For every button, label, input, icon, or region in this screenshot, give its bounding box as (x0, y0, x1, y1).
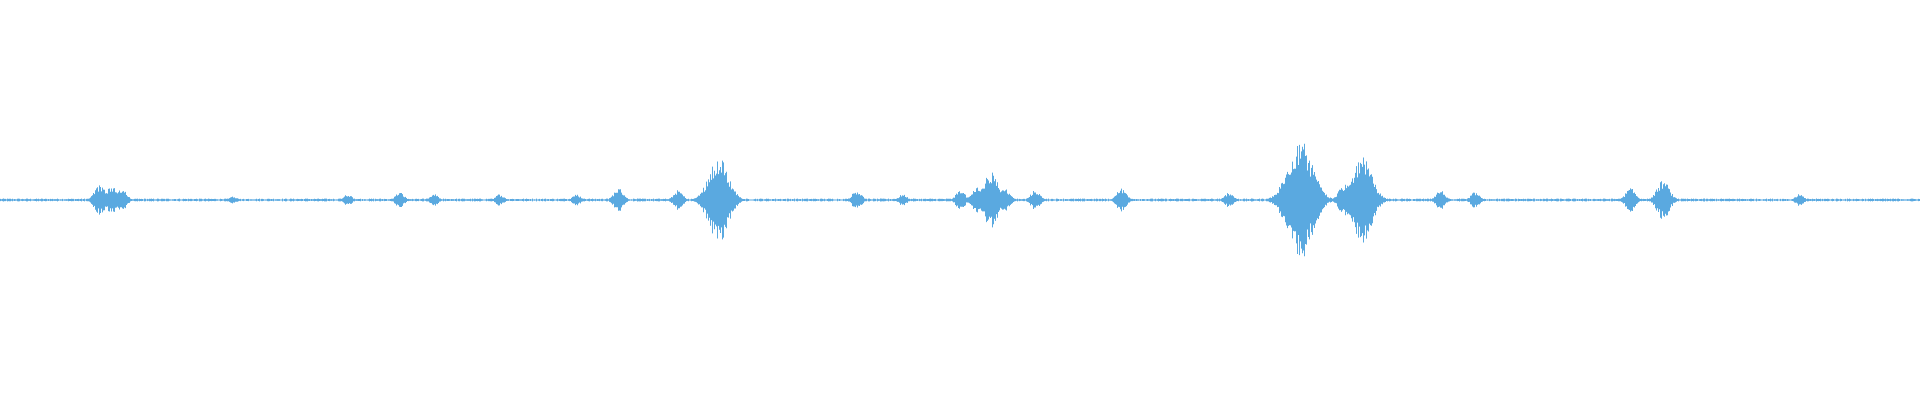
waveform-samples (0, 143, 1920, 257)
